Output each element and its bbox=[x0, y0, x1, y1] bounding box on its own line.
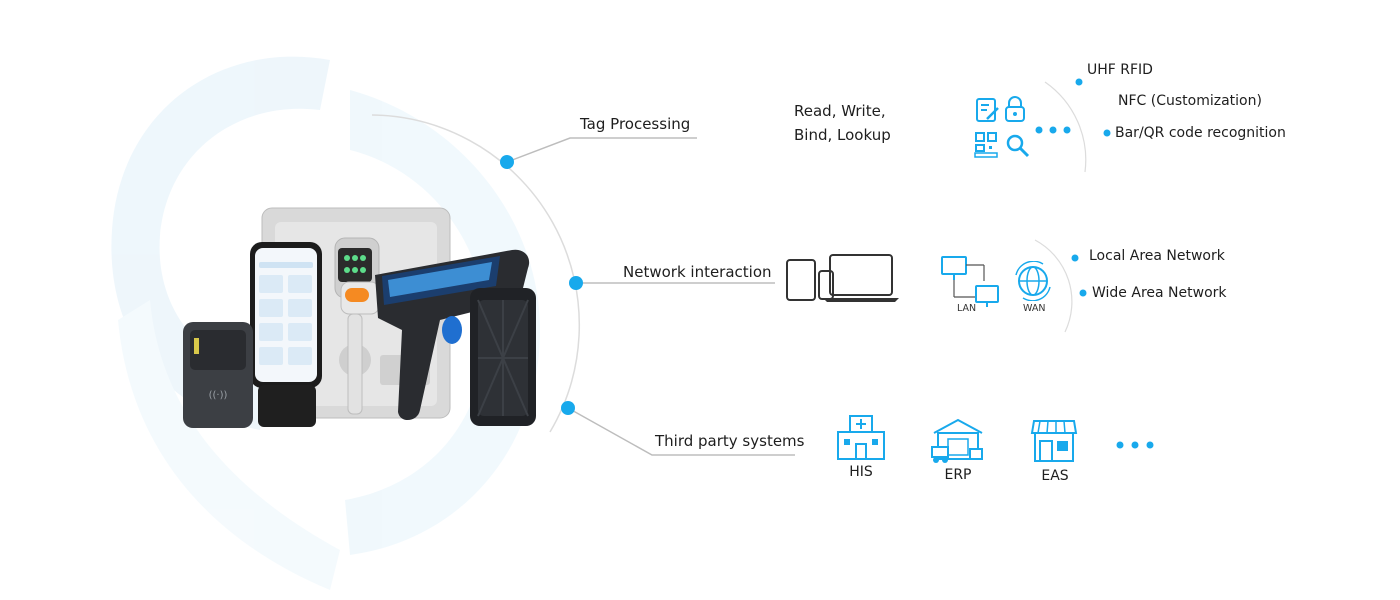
dot-tag bbox=[500, 155, 514, 169]
svg-text:((·)): ((·)) bbox=[209, 390, 228, 401]
more-dots-icon bbox=[1116, 441, 1154, 449]
hospital-icon bbox=[837, 415, 885, 460]
search-icon bbox=[1006, 134, 1030, 158]
devices-icon-group bbox=[786, 254, 899, 302]
arc-network-types bbox=[1034, 239, 1073, 333]
more-dots-icon bbox=[1035, 126, 1071, 134]
lan-label: LAN bbox=[957, 303, 977, 314]
store-icon bbox=[1030, 420, 1078, 462]
lock-icon bbox=[1005, 96, 1025, 122]
qr-code-icon bbox=[974, 132, 998, 158]
hardware-devices-image: ((·)) bbox=[183, 207, 536, 428]
watermark-logo bbox=[111, 56, 540, 590]
dot-third-party bbox=[561, 401, 575, 415]
tag-operations-line2: Bind, Lookup bbox=[794, 126, 891, 144]
tag-method-uhf-rfid: UHF RFID bbox=[1087, 62, 1153, 78]
third-party-label: Third party systems bbox=[655, 432, 805, 450]
connector-third-party bbox=[567, 407, 795, 456]
warehouse-truck-icon bbox=[931, 418, 983, 463]
lan-computers-icon bbox=[941, 256, 999, 307]
tablet-icon bbox=[786, 259, 816, 301]
dot-network bbox=[569, 276, 583, 290]
system-erp: ERP bbox=[944, 467, 972, 483]
wan-label: WAN bbox=[1023, 303, 1046, 314]
network-type-wan: Wide Area Network bbox=[1092, 285, 1227, 301]
system-eas: EAS bbox=[1041, 468, 1069, 484]
tag-method-nfc: NFC (Customization) bbox=[1118, 93, 1262, 109]
tag-processing-label: Tag Processing bbox=[580, 115, 691, 133]
network-type-lan: Local Area Network bbox=[1089, 248, 1225, 264]
tag-operations-line1: Read, Write, bbox=[794, 102, 886, 120]
document-edit-icon bbox=[976, 98, 999, 122]
main-arc bbox=[371, 114, 580, 433]
network-interaction-label: Network interaction bbox=[623, 263, 772, 281]
system-his: HIS bbox=[849, 464, 873, 480]
tag-method-barcode: Bar/QR code recognition bbox=[1115, 125, 1286, 141]
wan-globe-icon bbox=[1015, 261, 1051, 301]
connector-tag bbox=[506, 137, 697, 163]
arc-tag-methods bbox=[1044, 81, 1087, 173]
laptop-icon bbox=[823, 254, 899, 302]
